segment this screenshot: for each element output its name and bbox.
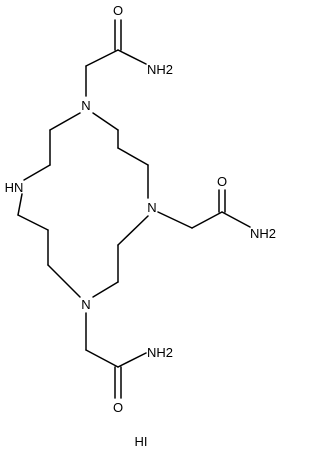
ring-bond xyxy=(47,264,81,298)
ring-bond xyxy=(23,164,51,181)
top-acetamide-arm xyxy=(85,19,147,97)
structure-diagram: N N N HN O NH2 O NH2 O NH2 HI xyxy=(5,3,276,449)
atom-label-nh2-bottom: NH2 xyxy=(147,345,173,360)
right-acetamide-arm xyxy=(157,189,251,229)
atom-label-n-bottom: N xyxy=(81,297,90,312)
atom-label-n-top: N xyxy=(81,98,90,113)
arm-bond xyxy=(221,211,251,228)
atom-label-n-right: N xyxy=(147,200,156,215)
atom-label-o-bottom: O xyxy=(113,400,123,415)
ring-bond xyxy=(49,112,81,131)
atom-label-o-right: O xyxy=(217,174,227,189)
ring-bond xyxy=(92,112,119,131)
counterion-label: HI xyxy=(135,434,148,449)
arm-bond xyxy=(191,211,223,229)
macrocycle-ring xyxy=(17,112,149,298)
ring-bond xyxy=(117,215,149,246)
arm-bond xyxy=(157,211,193,229)
arm-bond xyxy=(117,49,147,65)
atom-label-nh2-top: NH2 xyxy=(147,62,173,77)
bottom-acetamide-arm xyxy=(85,312,147,399)
ring-bond xyxy=(17,193,23,216)
atom-label-nh2-right: NH2 xyxy=(250,226,276,241)
atom-label-hn-left: HN xyxy=(5,180,24,195)
ring-bond xyxy=(117,147,149,166)
arm-bond xyxy=(85,49,119,67)
ring-bond xyxy=(92,281,119,298)
arm-bond xyxy=(85,349,119,368)
arm-bond xyxy=(117,352,147,368)
ring-bond xyxy=(17,214,49,231)
atom-label-o-top: O xyxy=(113,3,123,18)
